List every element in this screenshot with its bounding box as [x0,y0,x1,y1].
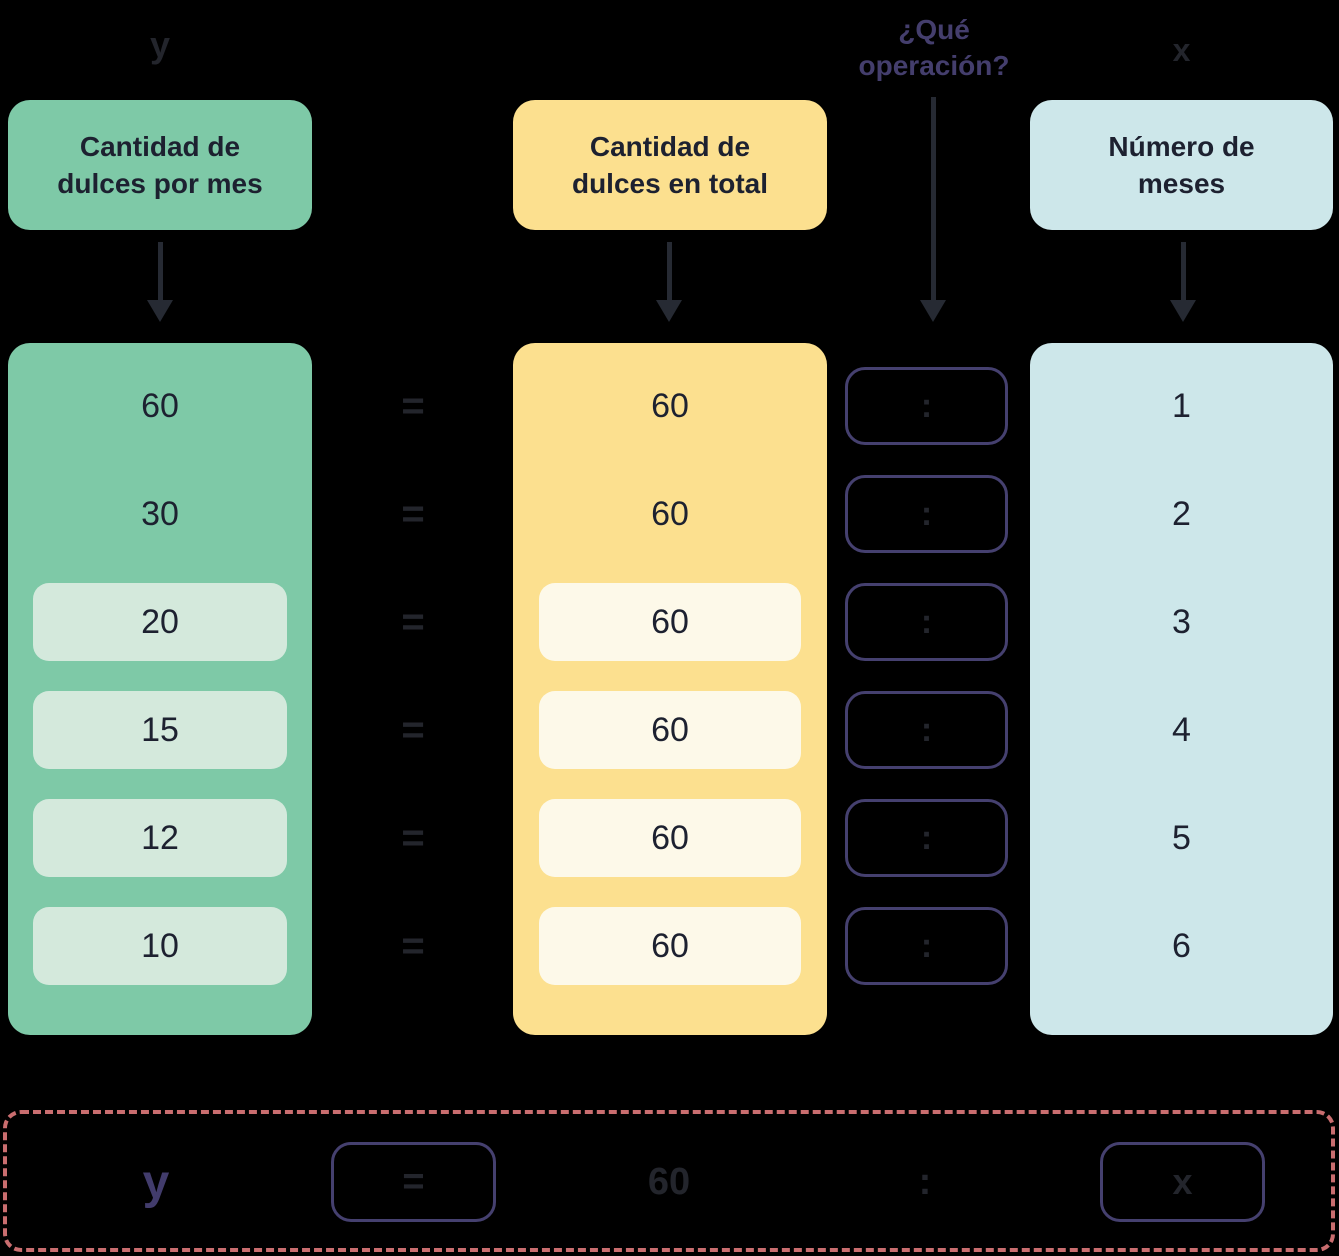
y-value: 12 [33,799,287,877]
operation-question-label: ¿Qué operación? [858,14,1010,81]
operation-slot[interactable]: : [845,583,1008,661]
x-variable-label: x [1172,32,1191,68]
month-value: 6 [1172,926,1191,965]
operation-slot[interactable]: : [845,475,1008,553]
month-value: 5 [1172,818,1191,857]
total-value: 60 [539,907,801,985]
y-value: 30 [141,494,179,533]
month-value: 3 [1172,602,1191,641]
equals-sign: = [401,707,425,752]
header-card-label: Cantidad de dulces en total [571,131,769,199]
formula-equals-slot[interactable]: = [331,1142,496,1222]
y-variable-label: y [149,24,171,65]
formula-y-label: y [142,1155,170,1209]
total-value: 60 [651,494,689,533]
y-value: 60 [141,386,179,425]
total-value: 60 [539,799,801,877]
equals-sign: = [401,599,425,644]
formula-dashed-box [3,1110,1335,1252]
equals-column: = = = = = = [383,343,443,1035]
operation-column: : : : : : : [845,343,1008,1035]
equals-sign: = [401,383,425,428]
header-card-label: Número de meses [1108,131,1255,199]
down-arrow-icon [655,242,683,322]
y-value: 15 [33,691,287,769]
y-value: 20 [33,583,287,661]
total-value: 60 [651,386,689,425]
header-card-label: Cantidad de dulces por mes [57,131,263,199]
formula-operation-sign: : [918,1160,932,1203]
month-value: 2 [1172,494,1191,533]
equals-sign: = [401,923,425,968]
total-value: 60 [539,583,801,661]
y-value: 10 [33,907,287,985]
y-values-column: 60 30 20 15 12 10 [8,343,312,1035]
months-column: 1 2 3 4 5 6 [1030,343,1333,1035]
total-value: 60 [539,691,801,769]
month-value: 1 [1172,386,1191,425]
down-arrow-icon [146,242,174,322]
equals-sign: = [401,491,425,536]
header-card-number-of-months: Número de meses [1030,100,1333,230]
equals-sign: = [401,815,425,860]
header-card-candies-total: Cantidad de dulces en total [513,100,827,230]
formula-total-value: 60 [647,1160,691,1203]
formula-x-slot[interactable]: x [1100,1142,1265,1222]
operation-slot[interactable]: : [845,367,1008,445]
down-arrow-icon [919,97,947,322]
operation-slot[interactable]: : [845,691,1008,769]
header-card-candies-per-month: Cantidad de dulces por mes [8,100,312,230]
total-values-column: 60 60 60 60 60 60 [513,343,827,1035]
operation-slot[interactable]: : [845,799,1008,877]
down-arrow-icon [1169,242,1197,322]
month-value: 4 [1172,710,1191,749]
operation-slot[interactable]: : [845,907,1008,985]
